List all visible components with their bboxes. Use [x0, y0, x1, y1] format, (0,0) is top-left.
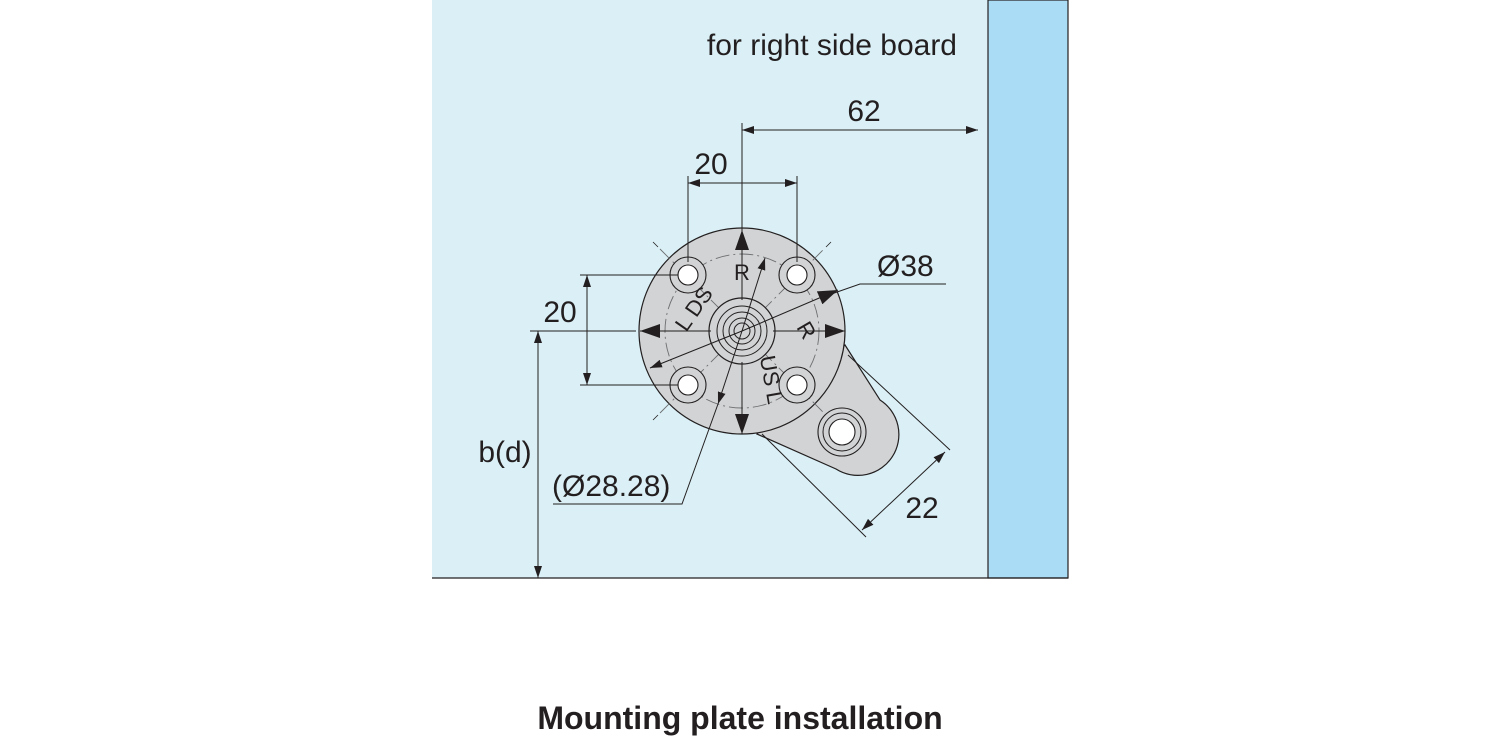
- dim-20-horizontal-label: 20: [694, 148, 727, 181]
- side-board-edge: [987, 0, 1069, 579]
- dia28-leader-left: [649, 330, 743, 369]
- mounting-hole-bottom-left: [669, 366, 707, 404]
- mounting-hole-bottom-right: [778, 366, 816, 404]
- figure-caption: Mounting plate installation: [537, 700, 943, 736]
- dia28-leader-down: [717, 330, 743, 405]
- dim-62-label: 62: [847, 95, 880, 128]
- plate-mark-r-top: R: [734, 260, 750, 285]
- board-side-label: for right side board: [707, 29, 957, 62]
- dim-20-vertical-label: 20: [543, 296, 576, 329]
- dia28-leader-extension: [553, 403, 719, 505]
- dim-dia38-label: Ø38: [877, 250, 934, 283]
- dia38-leader-extension: [819, 283, 946, 299]
- dim-22-extension-b: [761, 433, 867, 538]
- dim-22-line: [861, 451, 946, 531]
- dia28-leader-up: [741, 257, 766, 332]
- dim-dia28-label: (Ø28.28): [552, 470, 670, 503]
- mounting-hole-tab: [817, 407, 867, 457]
- mounting-hole-top-right: [778, 256, 816, 294]
- dim-22-label: 22: [905, 492, 938, 525]
- dim-22-extension-a: [847, 354, 951, 451]
- dim-bd-label: b(d): [478, 436, 531, 469]
- mounting-hole-top-left: [669, 256, 707, 294]
